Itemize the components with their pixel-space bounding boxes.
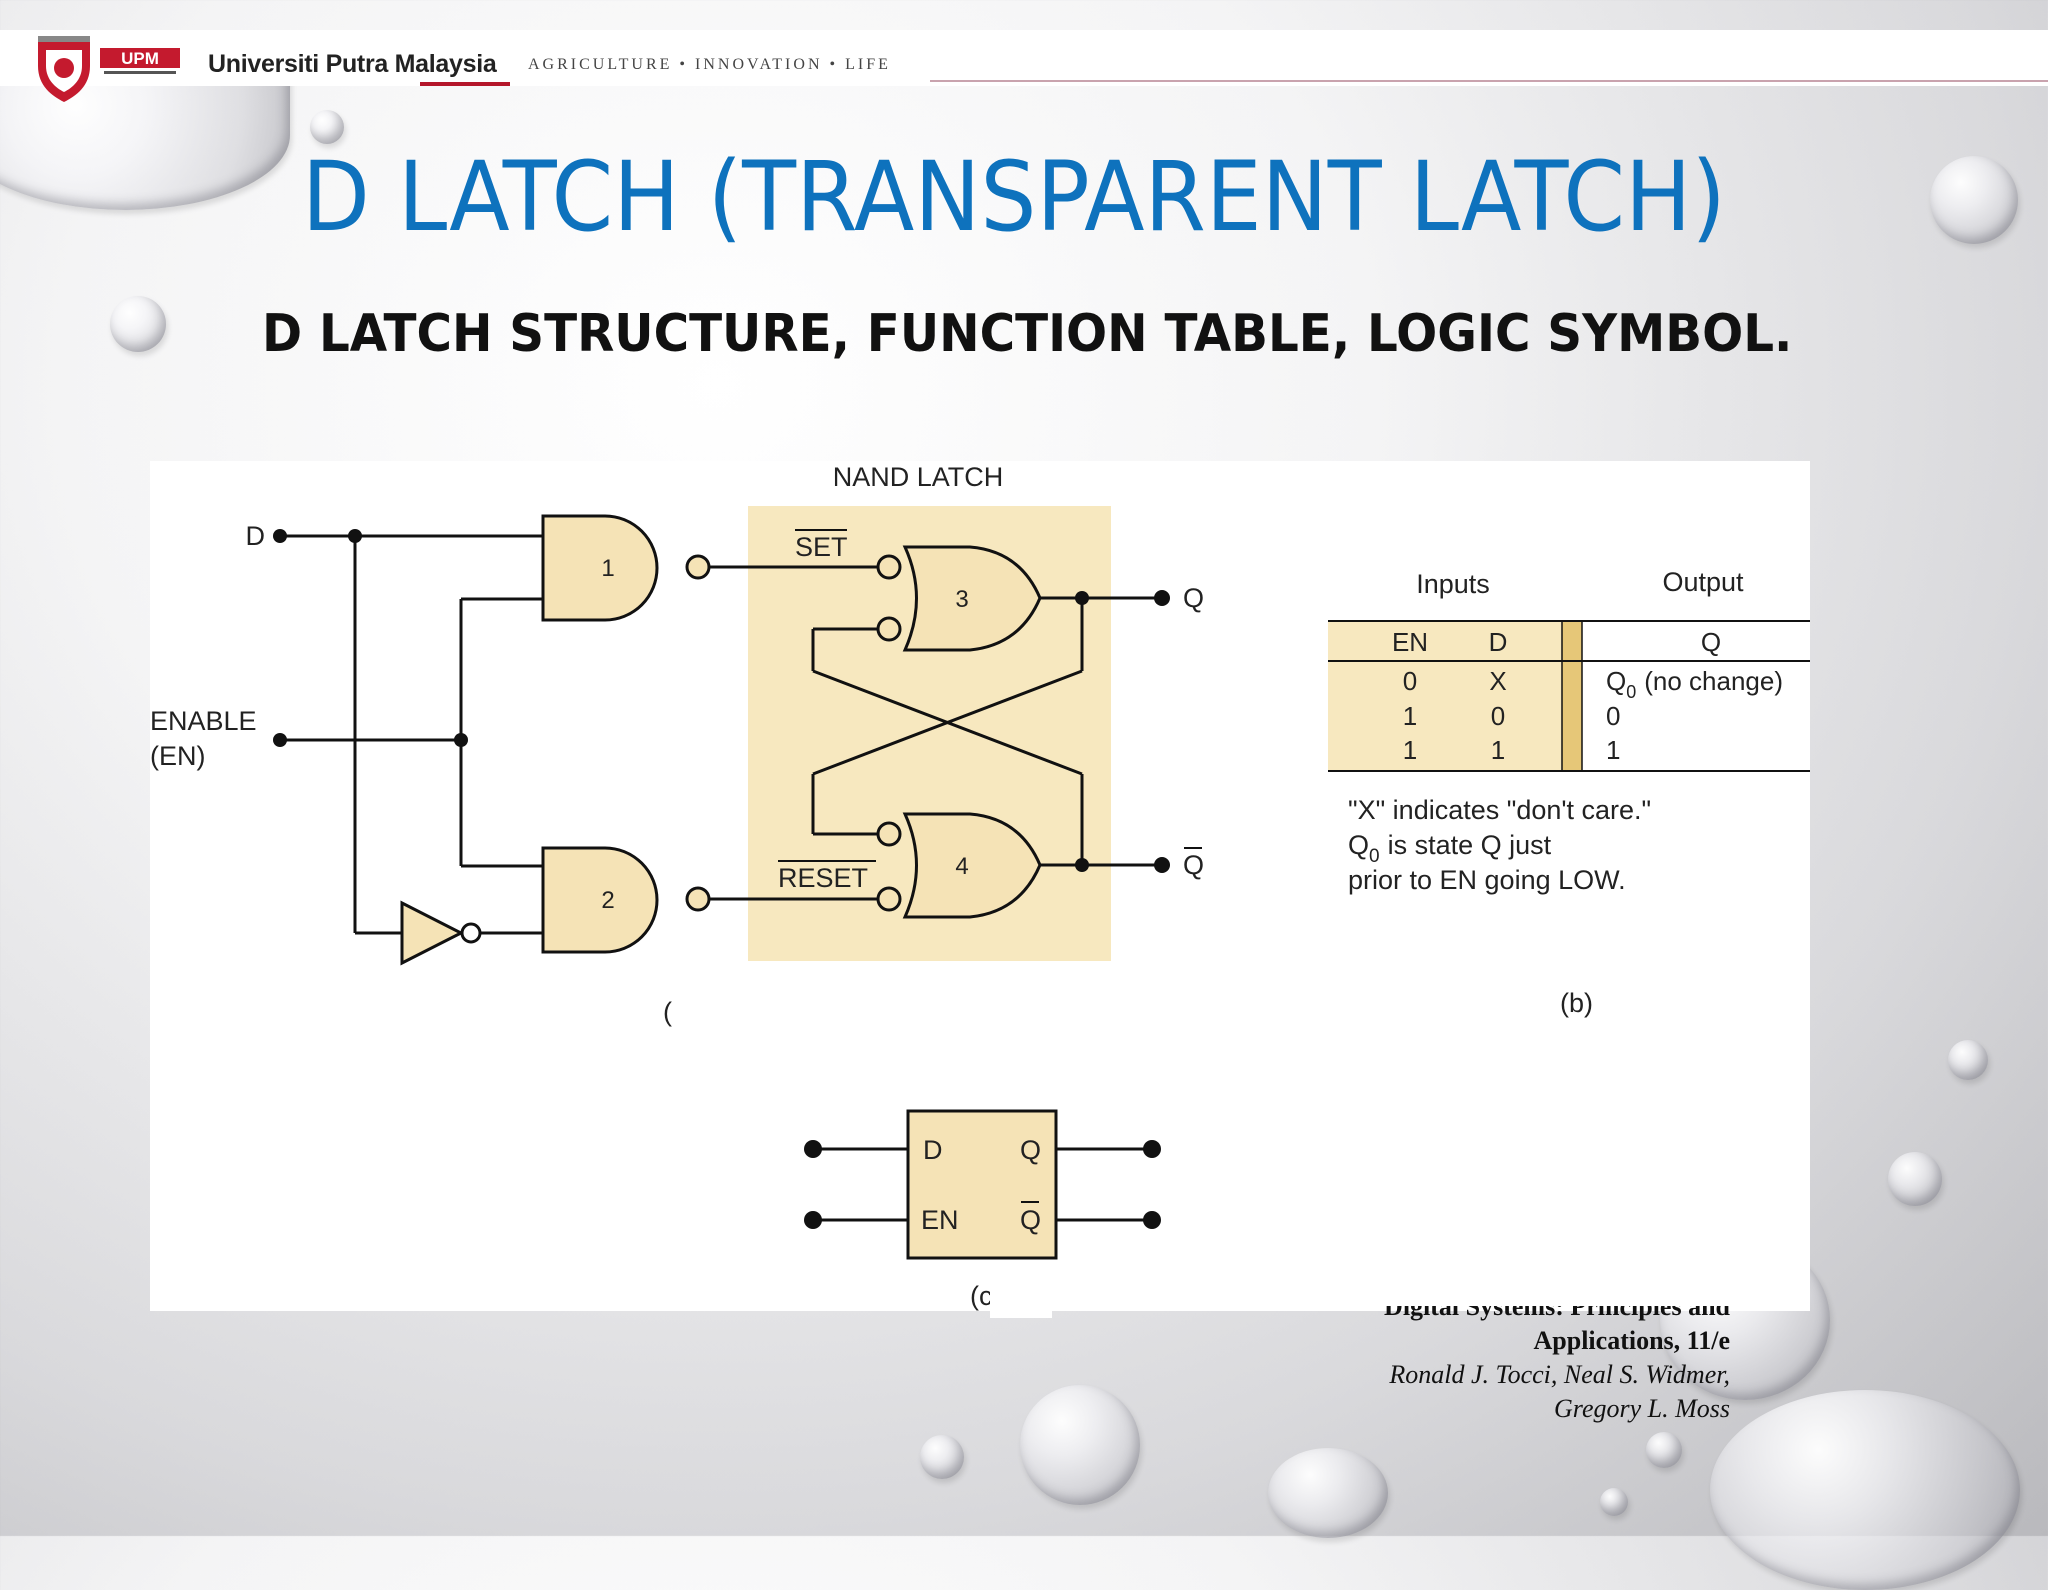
header-en: EN [1392, 627, 1428, 657]
slide-subtitle: D LATCH STRUCTURE, FUNCTION TABLE, LOGIC… [262, 304, 1793, 364]
logo-text: UPM [121, 49, 159, 68]
input-enable-label: ENABLE [150, 706, 257, 736]
caption-tab [990, 1290, 1052, 1318]
note-rest: is state Q just [1388, 830, 1552, 860]
upm-logo-icon: UPM [100, 48, 180, 74]
header-bar [0, 30, 2048, 86]
reset-label: RESET [778, 863, 868, 893]
citation-line-3: Ronald J. Tocci, Neal S. Widmer, [1389, 1360, 1730, 1389]
water-drop [310, 110, 344, 144]
inverter-bubble [460, 922, 482, 944]
water-drop [920, 1435, 964, 1479]
water-drop [1710, 1390, 2020, 1590]
gate-1-bubble [685, 554, 711, 580]
gate-2-bubble [685, 886, 711, 912]
inverter-gate [400, 900, 465, 966]
table-note-1: "X" indicates "don't care." [1348, 795, 1651, 825]
table-divider-bar [1562, 621, 1582, 771]
no-change-text: (no change) [1644, 666, 1783, 696]
water-drop [1948, 1040, 1988, 1080]
symbol-pin-en: EN [921, 1205, 959, 1235]
figure-panel: NAND LATCH 1 2 3 [150, 461, 1810, 1311]
table-group-output: Output [1662, 567, 1744, 597]
table-row-1-q: Q0 (no change) [1606, 666, 1783, 702]
table-row-1-en: 0 [1403, 666, 1417, 696]
table-row-3-d: 1 [1491, 735, 1505, 765]
water-drop [1888, 1152, 1942, 1206]
university-header: UPM Universiti Putra Malaysia AGRICULTUR… [0, 0, 2048, 115]
gate-3-label: 3 [955, 586, 968, 613]
output-q-label: Q [1183, 583, 1204, 613]
water-drop [1600, 1488, 1628, 1516]
university-name: Universiti Putra Malaysia [208, 50, 497, 78]
output-qbar-label: Q [1183, 850, 1204, 880]
caption-b: (b) [1560, 988, 1593, 1018]
table-row-3-q: 1 [1606, 735, 1620, 765]
table-row-2-q: 0 [1606, 701, 1620, 731]
d-latch-figure: NAND LATCH 1 2 3 [150, 462, 1810, 1311]
set-label: SET [795, 532, 848, 562]
header-d: D [1489, 627, 1508, 657]
university-motto: AGRICULTURE • INNOVATION • LIFE [528, 56, 891, 73]
symbol-pin-d: D [923, 1135, 943, 1165]
water-drop [1020, 1385, 1140, 1505]
citation-line-2: Applications, 11/e [1533, 1326, 1730, 1355]
table-row-3-en: 1 [1403, 735, 1417, 765]
gate-3-bubble-top [876, 554, 902, 580]
nand-latch-label: NAND LATCH [833, 462, 1004, 492]
table-row-1-d: X [1489, 666, 1506, 696]
water-drop [1930, 156, 2018, 244]
citation-line-4: Gregory L. Moss [1554, 1394, 1730, 1423]
slide-title: D LATCH (TRANSPARENT LATCH) [0, 142, 2048, 252]
nand-gate-1 [541, 514, 659, 622]
q-subscript: 0 [1626, 682, 1636, 702]
latch-symbol-box [906, 1109, 1058, 1260]
water-drop [110, 296, 166, 352]
latch-gate-4 [902, 812, 1042, 919]
table-note-2: Q0 is state Q just [1348, 830, 1552, 867]
junction-dots [273, 529, 1170, 873]
wires [280, 534, 1162, 935]
caption-c: (c [970, 1281, 993, 1311]
citation-line-1: Digital Systems: Principles and [1384, 1292, 1730, 1321]
table-inputs-bg [1328, 621, 1562, 771]
gate-2-label: 2 [601, 887, 614, 914]
q-symbol: Q [1606, 666, 1626, 696]
slide-title-text: D LATCH (TRANSPARENT LATCH) [302, 141, 1726, 253]
table-note-3: prior to EN going LOW. [1348, 865, 1626, 895]
water-drop [1268, 1448, 1388, 1538]
gate-4-bubble-top [876, 821, 902, 847]
water-drop [1646, 1432, 1682, 1468]
symbol-pin-qbar: Q [1020, 1205, 1041, 1235]
gate-3-bubble-bottom [876, 616, 902, 642]
function-table: Inputs Output EN D Q 0 X Q0(no change) 1… [1328, 567, 1810, 895]
symbol-pin-q: Q [1020, 1135, 1041, 1165]
table-row-2-d: 0 [1491, 701, 1505, 731]
nand-gate-2 [541, 846, 659, 954]
caption-a: ( [663, 997, 672, 1027]
note-q-sub: 0 [1369, 846, 1380, 867]
crest-icon [38, 36, 90, 102]
note-q: Q [1348, 830, 1369, 860]
gate-4-bubble-bottom [876, 886, 902, 912]
logic-symbol: D EN Q Q (c [804, 1109, 1161, 1311]
input-en-label: (EN) [150, 741, 206, 771]
gate-1-label: 1 [601, 555, 614, 582]
header-q: Q [1701, 627, 1721, 657]
input-d-label: D [246, 521, 266, 551]
header-rule [930, 80, 2048, 82]
table-group-inputs: Inputs [1416, 569, 1490, 599]
name-underline [420, 82, 510, 86]
gate-4-label: 4 [955, 853, 968, 880]
latch-gate-3 [902, 545, 1042, 652]
table-row-2-en: 1 [1403, 701, 1417, 731]
